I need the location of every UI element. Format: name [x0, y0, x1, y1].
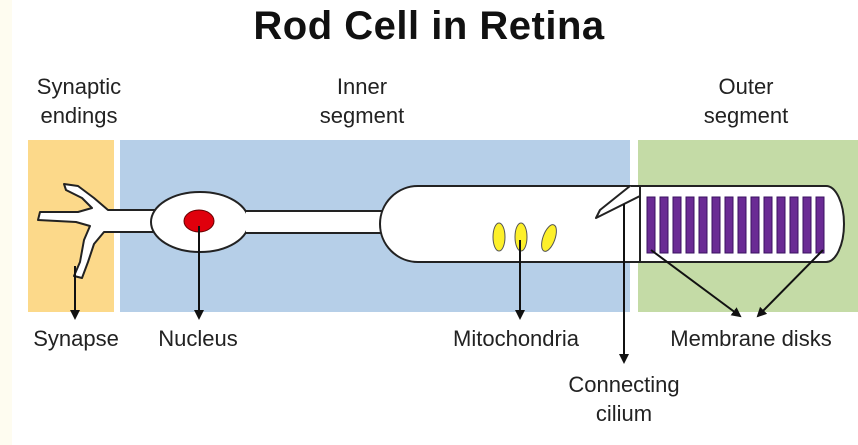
membrane-disk [712, 197, 720, 253]
label-connecting-cilium-line1: Connecting [540, 370, 708, 399]
membrane-disk [816, 197, 824, 253]
membrane-disk [764, 197, 772, 253]
label-connecting-cilium: Connecting cilium [540, 370, 708, 428]
membrane-disk [751, 197, 759, 253]
membrane-disk [777, 197, 785, 253]
membrane-disk [647, 197, 655, 253]
label-nucleus: Nucleus [146, 324, 250, 353]
label-connecting-cilium-line2: cilium [540, 399, 708, 428]
membrane-disk [673, 197, 681, 253]
inner-segment-body [380, 186, 640, 262]
membrane-disk [738, 197, 746, 253]
membrane-disk [660, 197, 668, 253]
label-mitochondria: Mitochondria [426, 324, 606, 353]
label-synapse: Synapse [20, 324, 132, 353]
mitochondrion-1 [493, 223, 505, 251]
label-membrane-disks: Membrane disks [646, 324, 856, 353]
membrane-disk [803, 197, 811, 253]
membrane-disk [699, 197, 707, 253]
membrane-disk [725, 197, 733, 253]
membrane-disk [790, 197, 798, 253]
membrane-disk [686, 197, 694, 253]
inner-fiber [246, 211, 392, 233]
